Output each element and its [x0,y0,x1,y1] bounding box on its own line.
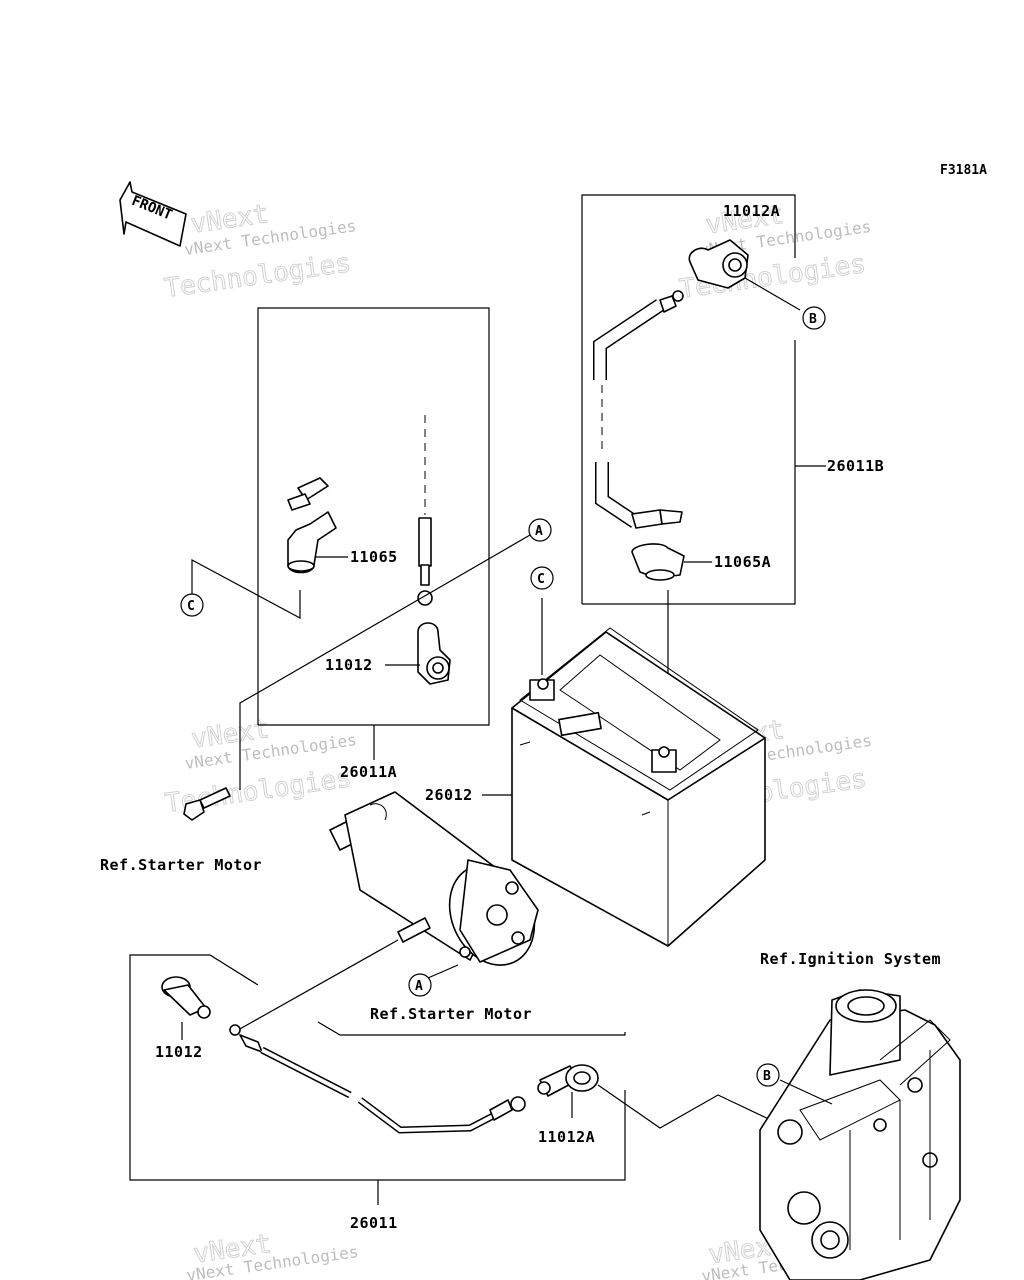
svg-text:C: C [187,599,195,614]
label-ref-starter-motor-mid: Ref.Starter Motor [370,1005,532,1023]
label-ref-ignition-system: Ref.Ignition System [760,950,941,968]
callout-c-battery: C [530,566,554,590]
label-11065a: 11065A [714,553,771,571]
label-11065: 11065 [350,548,398,566]
frame-26011b [581,194,796,604]
label-11012a-bottom: 11012A [538,1128,595,1146]
callout-a-starter: A [408,973,432,997]
label-26012: 26012 [425,786,473,804]
banjo-11012a-bottom [537,1064,599,1097]
svg-text:B: B [809,312,817,327]
label-26011b: 26011B [827,457,884,475]
cap-11065 [287,511,337,574]
label-11012-mid: 11012 [325,656,373,674]
banjo-11012a-top [688,239,801,311]
starter-motor [329,791,539,966]
frame-26011a [257,307,490,726]
frame-26011 [129,954,626,1181]
label-26011a: 26011A [340,763,397,781]
label-26011: 26011 [350,1214,398,1232]
figure-code: F3181A [940,163,987,178]
watermark-bottom-left: vNext vNext Technologies [185,1229,359,1280]
callout-c-left: C [180,593,204,617]
engine-case [759,989,961,1280]
starter-terminal-stud [397,917,431,943]
callout-b-top: B [802,306,826,330]
cable-26011a [287,338,433,606]
svg-text:C: C [537,572,545,587]
front-arrow-icon: FRONT [119,181,187,247]
svg-text:B: B [763,1069,771,1084]
battery-26012 [511,627,766,947]
bolt-starter-motor-left [183,787,231,821]
svg-text:A: A [415,979,423,994]
cable-26011b [593,290,684,529]
cable-26011 [229,1024,526,1134]
svg-text:A: A [535,524,543,539]
banjo-11012-mid [417,622,451,685]
label-11012a-top: 11012A [723,202,780,220]
label-11012-bottom: 11012 [155,1043,203,1061]
watermark-mid-left: vNext vNext Technologies Technologies [163,714,358,820]
callout-b-engine: B [756,1063,780,1087]
watermark-top-left: vNext vNext Technologies Technologies [162,199,357,305]
cap-11065a [631,543,685,581]
callout-a-top: A [528,518,552,542]
label-ref-starter-motor-left: Ref.Starter Motor [100,856,262,874]
banjo-11012-bottom [161,976,211,1019]
